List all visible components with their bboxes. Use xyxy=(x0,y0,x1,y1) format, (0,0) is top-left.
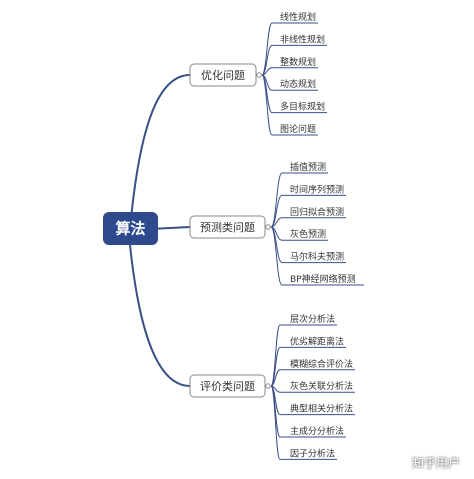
branch-node-optimization-box[interactable] xyxy=(189,63,257,87)
watermark: 知乎用户 xyxy=(411,456,460,470)
root-to-branch-optimization-connector xyxy=(129,74,191,230)
branch-node-prediction-label: 预测类问题 xyxy=(200,220,255,234)
leaf-connector xyxy=(270,217,346,228)
root-node[interactable]: 算法 xyxy=(103,212,158,245)
leaf-node-label: 非线性规划 xyxy=(280,33,325,45)
leaf-connector xyxy=(261,44,327,76)
leaf-connector xyxy=(270,194,346,228)
leaf-node-label: 灰色关联分析法 xyxy=(290,380,353,392)
leaf-node-label: 多目标规划 xyxy=(280,101,325,113)
leaf-node-label: 线性规划 xyxy=(280,11,316,23)
leaf-node-label: 主成分分析法 xyxy=(290,425,344,437)
leaf-node[interactable]: 灰色预测 xyxy=(270,226,328,241)
leaf-node-label: 回归拟合预测 xyxy=(290,206,344,218)
leaf-connector xyxy=(270,346,346,387)
branch-node-optimization[interactable]: 优化问题 xyxy=(189,63,262,87)
branch-prediction-collapse-handle[interactable] xyxy=(265,224,271,230)
leaf-connector xyxy=(270,369,355,387)
leaf-node-label: 图论问题 xyxy=(280,123,316,135)
leaf-node-label: BP神经网络预测 xyxy=(290,273,356,285)
leaf-node[interactable]: 动态规划 xyxy=(261,74,318,91)
leaf-node-label: 时间序列预测 xyxy=(290,183,344,195)
branch-node-prediction-box[interactable] xyxy=(189,215,266,239)
root-node-box[interactable] xyxy=(103,212,158,245)
branch-node-evaluation-box[interactable] xyxy=(189,374,266,398)
branch-node-evaluation-label: 评价类问题 xyxy=(200,379,255,393)
leaf-node[interactable]: 整数规划 xyxy=(261,56,318,76)
leaf-node[interactable]: 因子分析法 xyxy=(270,385,337,460)
leaf-node-label: 层次分析法 xyxy=(290,313,335,325)
branch-evaluation-collapse-handle[interactable] xyxy=(265,383,271,389)
leaf-node[interactable]: 优劣解距离法 xyxy=(270,335,346,387)
leaf-node-label: 模糊综合评价法 xyxy=(290,358,353,370)
leaf-node[interactable]: 模糊综合评价法 xyxy=(270,358,355,387)
leaf-node-label: 插值预测 xyxy=(290,161,326,173)
leaf-node[interactable]: 灰色关联分析法 xyxy=(270,380,355,393)
leaf-node-label: 优劣解距离法 xyxy=(290,335,344,347)
leaf-node-label: 灰色预测 xyxy=(290,228,326,240)
leaf-node[interactable]: 图论问题 xyxy=(261,74,318,136)
leaf-node[interactable]: BP神经网络预测 xyxy=(270,226,364,286)
branch-node-optimization-label: 优化问题 xyxy=(201,68,245,82)
leaf-connector xyxy=(270,226,364,286)
leaf-node[interactable]: 非线性规划 xyxy=(261,33,327,76)
leaf-node-label: 因子分析法 xyxy=(290,447,335,459)
leaf-node-label: 整数规划 xyxy=(280,56,316,68)
leaf-connector xyxy=(270,324,337,387)
root-to-branch-evaluation-connector xyxy=(129,244,191,387)
leaf-node-label: 动态规划 xyxy=(280,78,316,90)
leaf-node[interactable]: 层次分析法 xyxy=(270,313,337,387)
leaf-node-label: 马尔科夫预测 xyxy=(290,251,344,263)
leaf-connector xyxy=(261,74,318,136)
leaf-nodes: 线性规划非线性规划整数规划动态规划多目标规划图论问题插值预测时间序列预测回归拟合… xyxy=(261,11,364,460)
branch-node-evaluation[interactable]: 评价类问题 xyxy=(189,374,271,398)
leaf-connector xyxy=(270,385,355,393)
leaf-connector xyxy=(261,67,318,76)
leaf-node[interactable]: 回归拟合预测 xyxy=(270,206,346,228)
leaf-node-label: 典型相关分析法 xyxy=(290,403,353,415)
root-node-label: 算法 xyxy=(115,220,145,238)
leaf-node[interactable]: 时间序列预测 xyxy=(270,183,346,228)
leaf-connector xyxy=(270,385,337,460)
branch-node-prediction[interactable]: 预测类问题 xyxy=(189,215,271,239)
branch-optimization-collapse-handle[interactable] xyxy=(256,72,262,78)
